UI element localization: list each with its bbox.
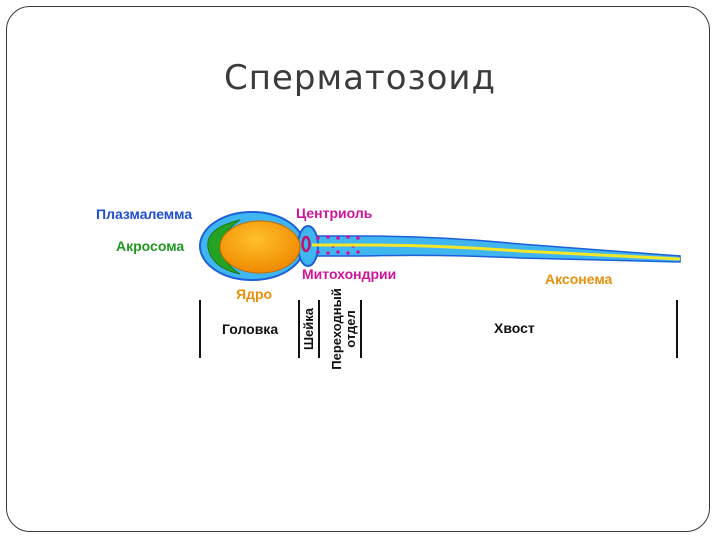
section-head: Головка: [222, 321, 279, 337]
label-axoneme: Аксонема: [545, 271, 613, 287]
slide-frame: [6, 6, 710, 532]
centriole: [301, 235, 311, 253]
nucleus: [219, 220, 301, 274]
divider-tail-right: [676, 300, 678, 358]
label-mitochondria: Митохондрии: [302, 266, 397, 282]
label-plasmalemma: Плазмалемма: [96, 206, 193, 222]
slide-title: Сперматозоид: [223, 58, 497, 98]
label-nucleus: Ядро: [236, 286, 273, 302]
axoneme: [312, 243, 681, 261]
label-centriole: Центриоль: [296, 205, 373, 221]
divider-head-neck: [298, 300, 300, 358]
section-neck: Шейка: [301, 307, 316, 351]
divider-transition-tail: [360, 300, 362, 358]
section-tail: Хвост: [494, 320, 535, 336]
divider-neck-transition: [318, 300, 320, 358]
section-transitional-line1: Переходный: [329, 288, 344, 370]
section-transitional-line2: отдел: [343, 310, 358, 348]
divider-head-left: [199, 300, 201, 358]
label-acrosome: Акросома: [116, 238, 185, 254]
